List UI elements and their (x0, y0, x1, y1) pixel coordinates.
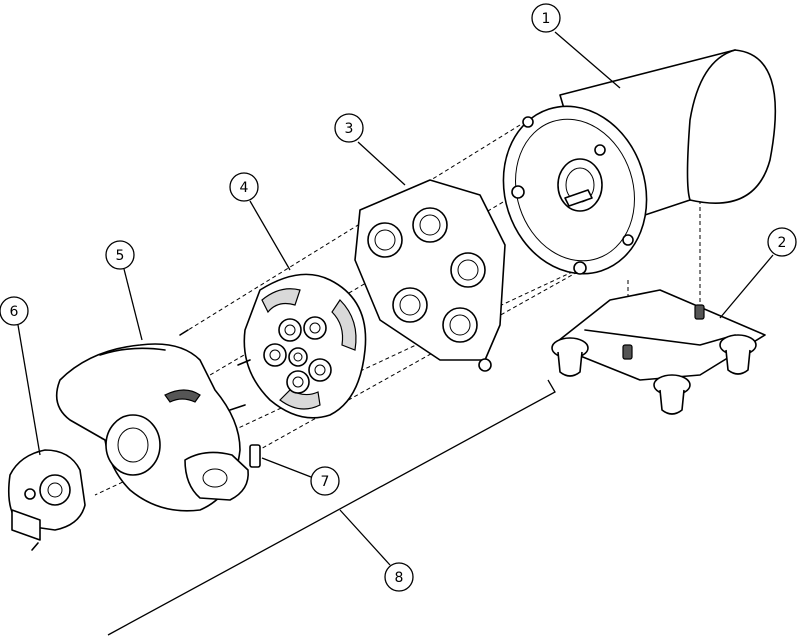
assembly-bracket-line (107, 379, 556, 636)
rubber-foot (551, 337, 589, 377)
pump-housing (55, 329, 261, 512)
diaphragm-cup (450, 252, 486, 288)
pressure-switch (7, 449, 86, 551)
diaphragm-cup (392, 287, 428, 323)
diaphragm-plate (354, 179, 506, 372)
callout-8-label: 8 (395, 570, 404, 586)
callout-8: 8 (339, 509, 414, 592)
callout-7: 7 (261, 457, 340, 496)
diaphragm-cup (367, 222, 403, 258)
rubber-foot (719, 334, 757, 375)
valve-assembly (243, 273, 367, 419)
rubber-foot (653, 374, 691, 415)
callout-1-label: 1 (542, 11, 551, 27)
callout-5: 5 (105, 240, 143, 341)
callout-4-label: 4 (240, 180, 249, 196)
callout-7-label: 7 (321, 474, 330, 490)
outlet-port (184, 451, 249, 501)
callout-5-label: 5 (116, 248, 125, 264)
callout-3: 3 (334, 113, 406, 186)
diaphragm-cup (412, 207, 448, 243)
callout-4: 4 (229, 172, 291, 271)
mounting-bracket (551, 289, 766, 415)
callout-3-label: 3 (345, 121, 354, 137)
callout-6-label: 6 (10, 304, 19, 320)
callout-2-label: 2 (778, 235, 787, 251)
callout-6: 6 (0, 296, 41, 456)
callout-1: 1 (531, 3, 621, 89)
callout-2: 2 (719, 227, 797, 319)
diaphragm-cup (442, 307, 478, 343)
motor (502, 49, 777, 275)
